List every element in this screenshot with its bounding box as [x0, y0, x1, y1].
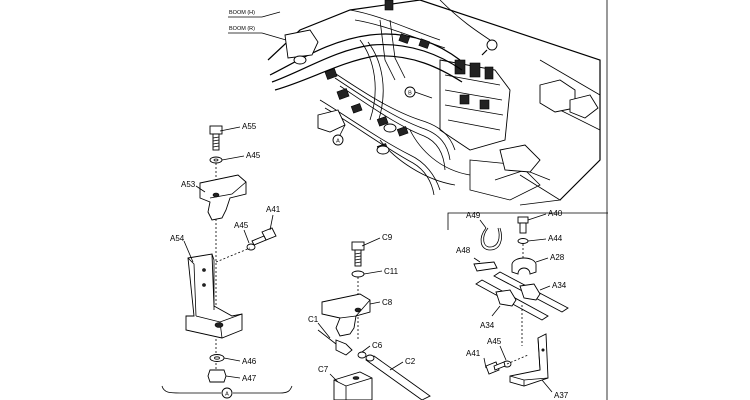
bolt-a40 — [517, 216, 529, 234]
callout-a45-mid: A45 — [234, 221, 249, 230]
bracket-c7 — [333, 371, 373, 400]
group-bracket — [161, 385, 293, 394]
callout-a34-right: A34 — [552, 281, 567, 290]
callout-c1: C1 — [308, 315, 319, 324]
group-a-label: A — [225, 392, 229, 398]
callout-c7: C7 — [318, 365, 329, 374]
marker-a-circle — [332, 134, 344, 146]
tie-band-a49 — [480, 227, 502, 251]
boom-h-label: BOOM (H) — [229, 10, 255, 16]
callout-a45-top: A45 — [246, 151, 261, 160]
callout-a41-left: A41 — [266, 205, 281, 214]
right-clamp-group: A49 A40 A44 A48 A28 — [447, 209, 608, 400]
rubber-a48 — [473, 261, 498, 272]
callout-a34-left: A34 — [480, 321, 495, 330]
callout-c2: C2 — [405, 357, 416, 366]
callout-a40: A40 — [548, 209, 563, 218]
callout-a48: A48 — [456, 246, 471, 255]
bracket-a54 — [185, 253, 243, 339]
center-clamp-group: C9 C11 C8 C1 C6 C2 — [308, 233, 431, 400]
bolt-a55 — [209, 125, 223, 151]
callout-a41-right: A41 — [466, 349, 481, 358]
callout-c11: C11 — [384, 267, 399, 276]
callout-c9: C9 — [382, 233, 393, 242]
callout-a37: A37 — [554, 391, 569, 400]
callout-a46: A46 — [242, 357, 257, 366]
callout-a45-right: A45 — [487, 337, 502, 346]
left-bracket-group: A55 A45 A53 A41 A45 — [161, 122, 293, 399]
callout-a28: A28 — [550, 253, 565, 262]
callout-a54: A54 — [170, 234, 185, 243]
callout-a49: A49 — [466, 211, 481, 220]
boom-r-label: BOOM (R) — [229, 26, 255, 32]
callout-a44: A44 — [548, 234, 563, 243]
marker-a-label: A — [336, 139, 340, 145]
pipes — [475, 271, 569, 321]
callout-a47: A47 — [242, 374, 257, 383]
clamp-a28 — [511, 257, 537, 275]
bolt-a41-left — [251, 227, 277, 246]
fitting-c1 — [317, 329, 353, 356]
bolt-a41-right — [485, 361, 506, 375]
callout-a53: A53 — [181, 180, 196, 189]
control-valve-assembly: A B — [267, 0, 601, 206]
callout-a55: A55 — [242, 122, 257, 131]
callout-c8: C8 — [382, 298, 393, 307]
boom-labels: BOOM (H) BOOM (R) — [228, 10, 287, 41]
callout-c6: C6 — [372, 341, 383, 350]
right-group-frame — [447, 212, 608, 230]
clamp-c8 — [321, 293, 371, 337]
bracket-a37 — [509, 333, 549, 387]
group-a-circle — [221, 387, 233, 399]
bolt-c9 — [351, 241, 365, 267]
clamp-a53 — [199, 174, 247, 221]
pipe-c2 — [365, 354, 431, 400]
marker-b-label: B — [408, 91, 412, 97]
